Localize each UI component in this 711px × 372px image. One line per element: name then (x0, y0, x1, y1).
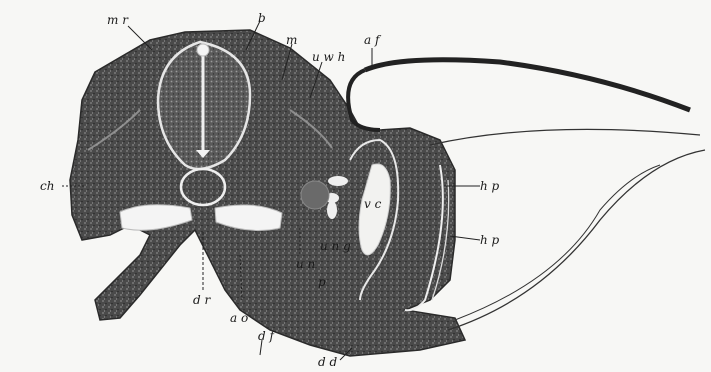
label-b: b (258, 12, 266, 24)
canal-top (197, 44, 209, 56)
embryo-body-mass (70, 30, 465, 356)
label-dd: d d (318, 356, 337, 368)
amniotic-fold-loop (348, 70, 380, 130)
label-m: m (286, 34, 297, 46)
label-mr: m r (107, 14, 128, 26)
label-dr: d r (193, 294, 210, 306)
wolffian-duct-upper (328, 176, 348, 186)
amniotic-fold-outer (365, 60, 690, 110)
label-hp-lower: h p (480, 234, 499, 246)
label-hp-upper: h p (480, 180, 499, 192)
label-df: d f (258, 330, 274, 342)
label-ao: a o (230, 312, 248, 324)
label-uwh: u w h (312, 51, 345, 63)
nephric-body (301, 181, 329, 209)
label-ung: u n g (320, 240, 351, 252)
wolffian-duct-lower (327, 201, 337, 219)
label-ch: ch (40, 180, 54, 192)
label-un: u n (296, 258, 315, 270)
membrane-upper (430, 129, 700, 145)
label-p: p (318, 276, 326, 288)
label-af: a f (364, 34, 379, 46)
label-vc: v c (364, 198, 381, 210)
